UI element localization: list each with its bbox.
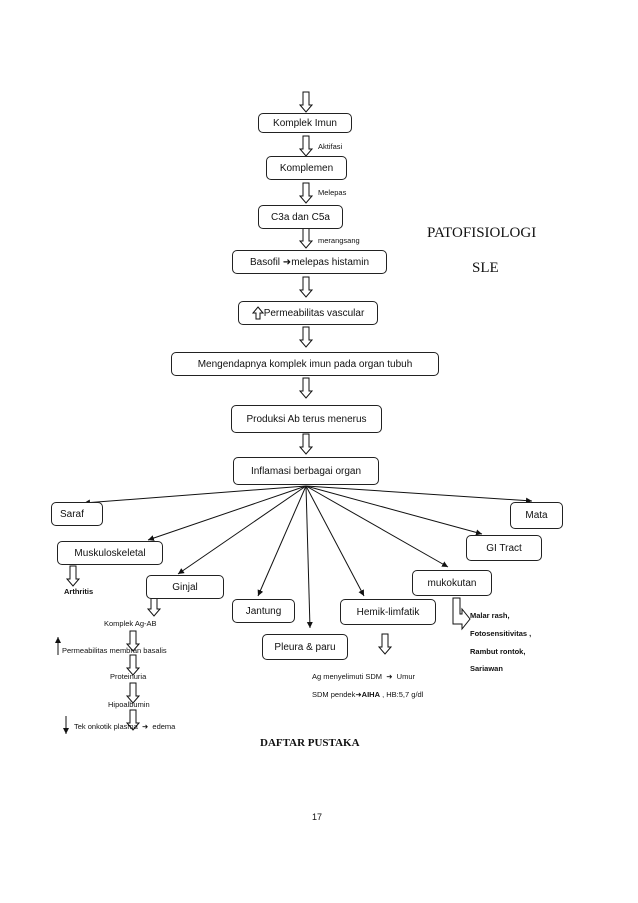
hollow-down-arrow-icon — [147, 595, 161, 617]
node-gi-tract: GI Tract — [466, 535, 542, 561]
node-jantung: Jantung — [232, 599, 295, 623]
hollow-down-arrow-icon — [378, 633, 392, 655]
node-inflamasi: Inflamasi berbagai organ — [233, 457, 379, 485]
node-komplemen: Komplemen — [266, 156, 347, 180]
node-ginjal: Ginjal — [146, 575, 224, 599]
diagram-title-line1: PATOFISIOLOGI — [427, 225, 537, 241]
right-arrow-icon: ➜ — [355, 690, 362, 699]
basofil-result-text: melepas histamin — [291, 256, 369, 268]
hollow-down-arrow-icon — [299, 377, 313, 399]
ginjal-step-1: Komplek Ag-AB — [104, 619, 157, 628]
node-mata: Mata — [510, 502, 563, 529]
mukokutan-item-3: Rambut rontok, — [470, 647, 526, 656]
hollow-down-arrow-icon — [299, 182, 313, 204]
hollow-down-arrow-icon — [299, 326, 313, 348]
arthritis-label: Arthritis — [64, 587, 94, 596]
section-heading: DAFTAR PUSTAKA — [260, 737, 360, 749]
right-arrow-icon: ➜ — [384, 672, 395, 681]
hemik-detail-2: SDM pendek➜AIHA , HB:5,7 g/dl — [312, 690, 424, 699]
ginjal-step-3: Proteinuria — [110, 672, 147, 681]
hollow-up-arrow-icon — [251, 306, 264, 320]
ginjal-step-5: Tek onkotik plasma ➜ edema — [74, 722, 176, 731]
node-mengendapnya: Mengendapnya komplek imun pada organ tub… — [171, 352, 439, 376]
hollow-right-arrow-icon — [452, 597, 471, 631]
node-permeabilitas: Permeabilitas vascular — [238, 301, 378, 325]
hemik-detail-1: Ag menyelimuti SDM ➜ Umur — [312, 672, 416, 681]
hollow-down-arrow-icon — [299, 227, 313, 249]
right-arrow-icon: ➜ — [139, 722, 151, 731]
mukokutan-item-1: Malar rash, — [470, 611, 510, 620]
ginjal-step-2: Permeabilitas membran basalis — [62, 646, 167, 655]
hollow-down-arrow-icon — [299, 276, 313, 298]
label-melepas: Melepas — [318, 188, 347, 197]
hollow-down-arrow-icon — [299, 433, 313, 455]
node-produksi-ab: Produksi Ab terus menerus — [231, 405, 382, 433]
page-number: 17 — [312, 812, 323, 822]
node-muskuloskeletal: Muskuloskeletal — [57, 541, 163, 565]
node-basofil: Basofil ➜ melepas histamin — [232, 250, 387, 274]
node-kompleks-imun: Komplek Imun — [258, 113, 352, 133]
right-arrow-icon: ➜ — [280, 256, 292, 268]
node-c3a-c5a: C3a dan C5a — [258, 205, 343, 229]
basofil-text: Basofil — [250, 256, 281, 268]
node-saraf: Saraf — [51, 502, 103, 526]
hollow-down-arrow-icon — [299, 91, 313, 113]
hollow-down-arrow-icon — [299, 135, 313, 157]
permeabilitas-text: Permeabilitas vascular — [263, 307, 365, 319]
node-hemik-limfatik: Hemik-limfatik — [340, 599, 436, 625]
mukokutan-item-4: Sariawan — [470, 664, 503, 673]
label-merangsang: merangsang — [318, 236, 360, 245]
mukokutan-item-2: Fotosensitivitas , — [470, 629, 532, 638]
label-aktifasi: Aktifasi — [318, 142, 343, 151]
diagram-title-line2: SLE — [472, 260, 499, 276]
hollow-down-arrow-icon — [66, 565, 80, 587]
node-mukokutan: mukokutan — [412, 570, 492, 596]
ginjal-step-4: Hipoalbumin — [108, 700, 150, 709]
node-pleura-paru: Pleura & paru — [262, 634, 348, 660]
